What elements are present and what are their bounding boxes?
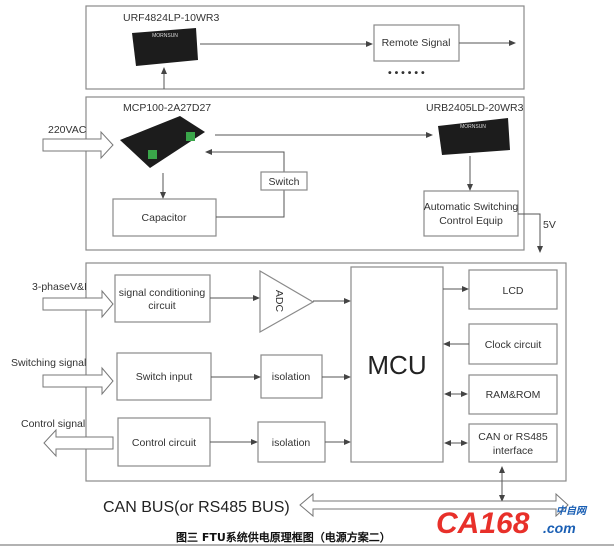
signal-conditioning-line1: signal conditioning <box>119 287 206 299</box>
urb-module-image: MORNSUN <box>438 118 510 155</box>
ftu-section-frame <box>85 262 567 482</box>
can-interface-line2: interface <box>493 445 533 457</box>
three-phase-input-arrow <box>42 289 114 319</box>
auto-switching-line1: Automatic Switching <box>424 201 519 213</box>
three-phase-label: 3-phaseV&I <box>32 281 87 293</box>
5v-output-arrow <box>518 213 543 253</box>
lcd-label: LCD <box>502 285 523 297</box>
isolation-box-1 <box>260 354 323 399</box>
ram-rom-label: RAM&ROM <box>486 389 541 401</box>
figure-caption: 图三 FTU系统供电原理框图（电源方案二） <box>176 530 391 544</box>
switch-input-label: Switch input <box>136 371 193 383</box>
ca168-watermark-logo: CA168 .com 中自网 <box>436 505 588 540</box>
5v-label: 5V <box>543 219 556 231</box>
lcd-box <box>468 269 558 310</box>
remote-section-frame <box>85 5 525 90</box>
control-circuit-label: Control circuit <box>132 437 196 449</box>
switch-box <box>260 171 308 191</box>
can-bus-label: CAN BUS(or RS485 BUS) <box>103 499 290 516</box>
switching-signal-label: Switching signal <box>11 357 86 369</box>
mcu-box <box>350 266 444 463</box>
mcu-label: MCU <box>367 350 426 380</box>
adc-triangle <box>259 269 315 334</box>
mcp-module-label: MCP100-2A27D27 <box>123 102 211 114</box>
adc-label: ADC <box>273 290 285 313</box>
mcp-module-image <box>120 116 205 168</box>
capacitor-label: Capacitor <box>142 212 187 224</box>
input-220vac-arrow <box>42 130 114 160</box>
clock-circuit-box <box>468 323 558 365</box>
urf-module-label: URF4824LP-10WR3 <box>123 12 219 24</box>
svg-text:.com: .com <box>543 520 576 536</box>
switching-signal-input-arrow <box>42 366 114 396</box>
remote-signal-label: Remote Signal <box>382 37 451 49</box>
input-220vac-label: 220VAC <box>48 124 87 136</box>
svg-text:中自网: 中自网 <box>556 505 588 517</box>
module-brand-logo: MORNSUN <box>152 33 178 39</box>
power-section-frame <box>85 96 525 251</box>
can-bus-double-arrow <box>299 492 569 518</box>
remote-signal-box <box>373 24 460 62</box>
control-circuit-box <box>117 417 211 467</box>
can-interface-line1: CAN or RS485 <box>478 431 548 443</box>
svg-text:MORNSUN: MORNSUN <box>460 124 486 130</box>
can-interface-box <box>468 423 558 463</box>
switch-label: Switch <box>269 176 300 188</box>
urb-module-label: URB2405LD-20WR3 <box>426 102 524 114</box>
clock-circuit-label: Clock circuit <box>485 339 542 351</box>
isolation-label-1: isolation <box>272 371 311 383</box>
signal-conditioning-line2: circuit <box>148 300 176 312</box>
urf-module-image: MORNSUN <box>132 28 198 66</box>
ram-rom-box <box>468 374 558 415</box>
isolation-label-2: isolation <box>272 437 311 449</box>
control-signal-label: Control signal <box>21 418 85 430</box>
control-signal-output-arrow <box>43 428 114 458</box>
signal-conditioning-box <box>114 274 211 323</box>
switch-input-box <box>116 352 212 401</box>
svg-text:CA168: CA168 <box>436 507 530 540</box>
ellipsis-dots: • • • • • • <box>388 67 425 79</box>
auto-switching-line2: Control Equip <box>439 215 503 227</box>
auto-switching-box <box>423 190 519 237</box>
isolation-box-2 <box>257 421 326 463</box>
